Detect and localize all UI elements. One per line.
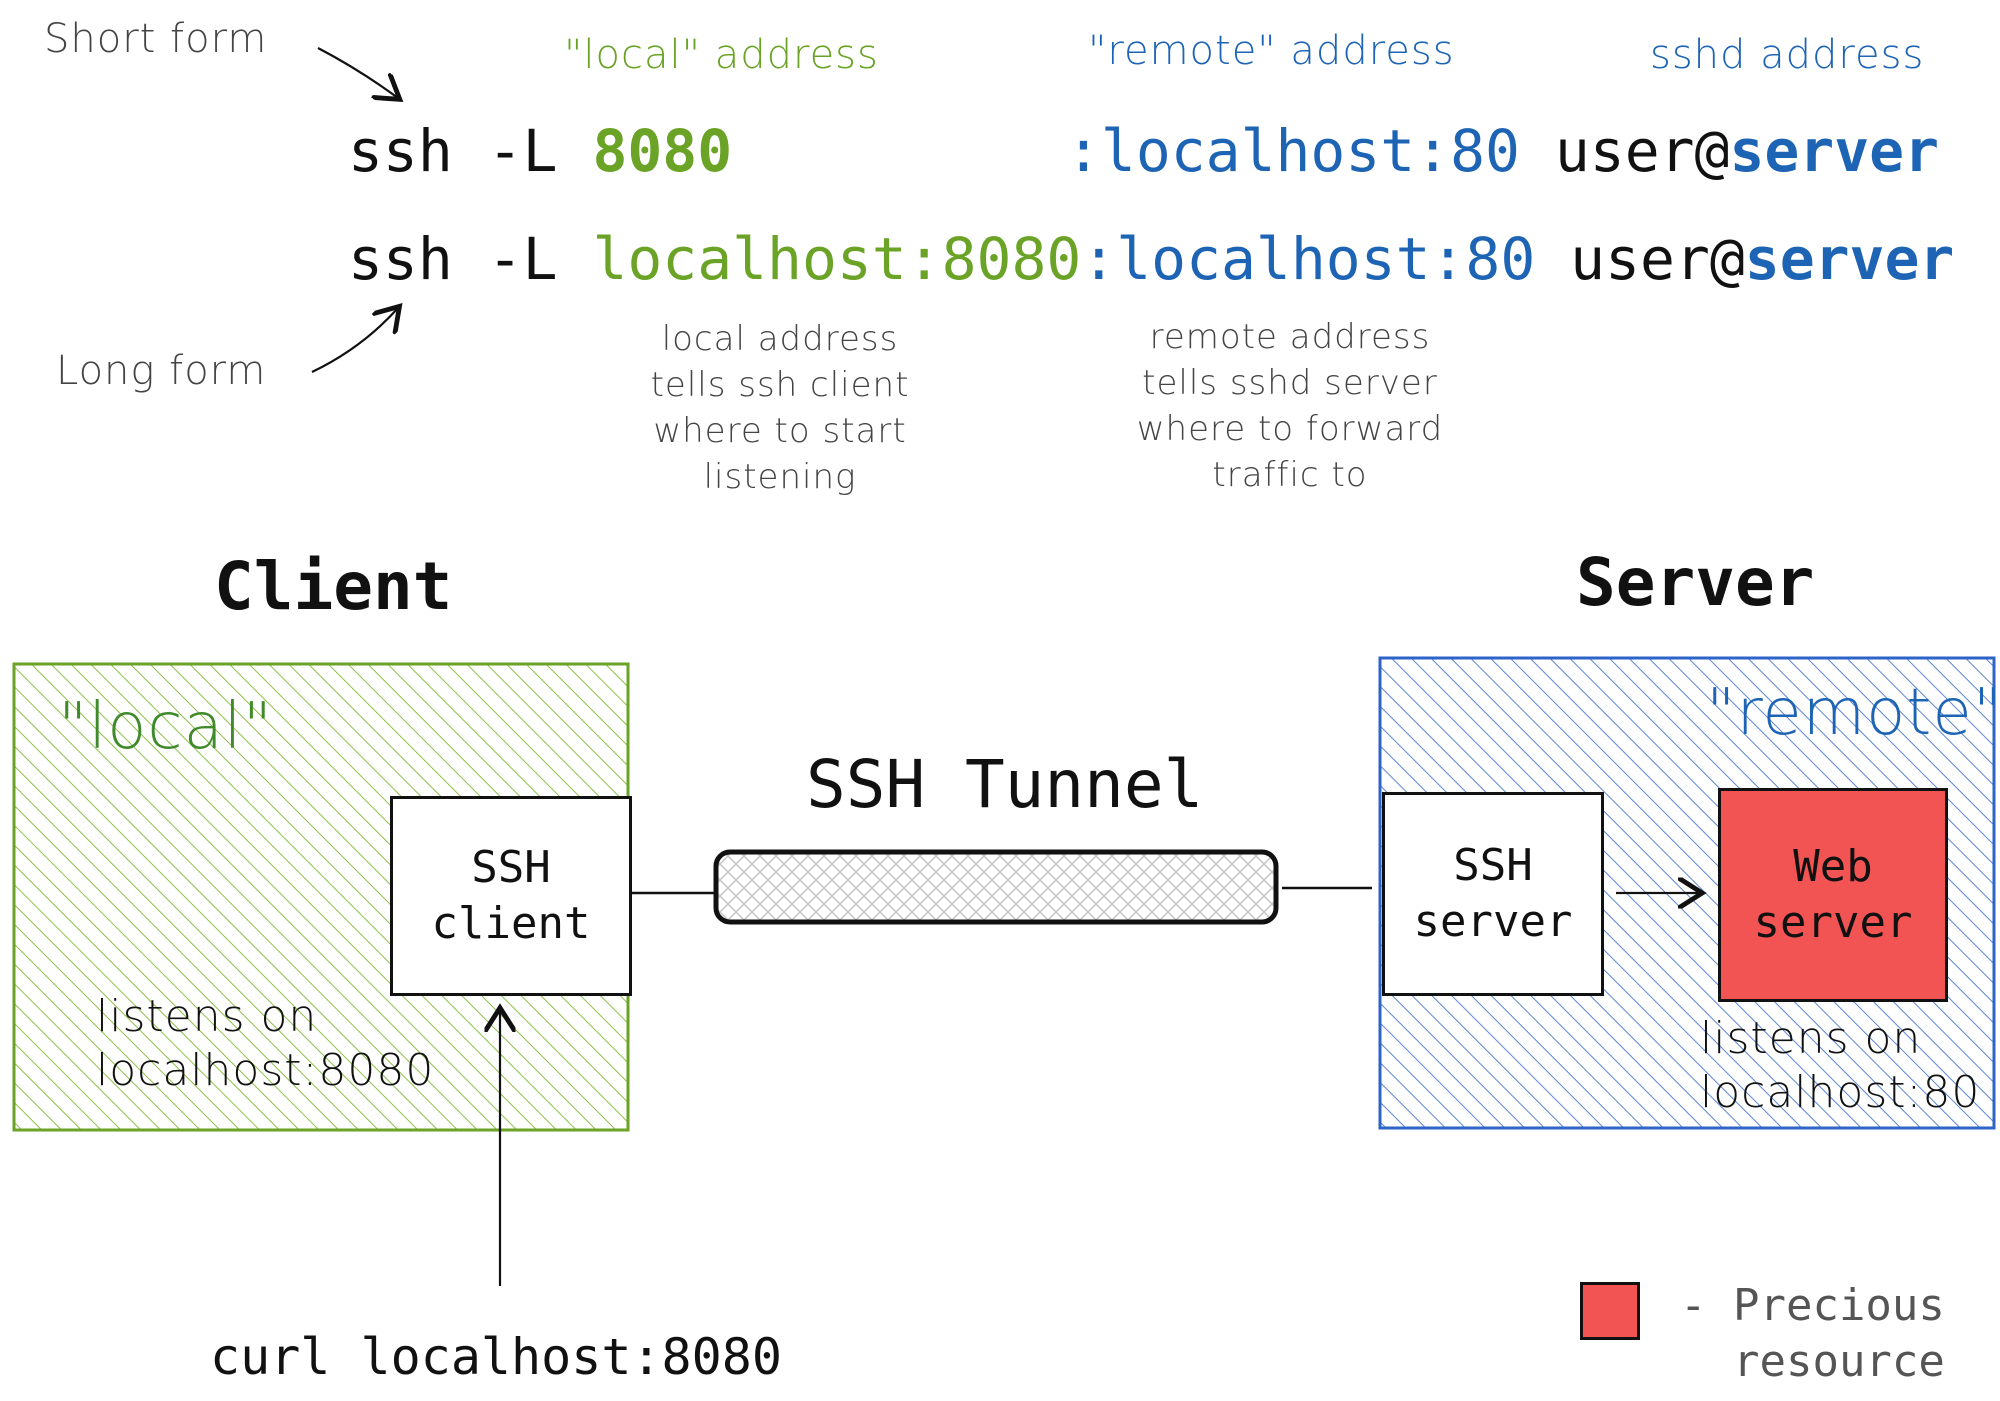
remote-address-header: "remote" address (1088, 28, 1455, 74)
server-listens-note: listens on localhost:80 (1700, 1013, 1981, 1118)
cmd-prefix: ssh -L (348, 225, 593, 293)
local-address-header: "local" address (564, 32, 879, 78)
server-title: Server (1576, 544, 1815, 621)
local-address-note: local address tells ssh client where to … (650, 319, 910, 497)
tunnel-label: SSH Tunnel (806, 746, 1204, 823)
cmd-user: user@ (1519, 117, 1730, 185)
client-title: Client (214, 548, 453, 625)
cmd-user: user@ (1535, 225, 1745, 293)
short-form-command: ssh -L 8080 (348, 122, 732, 180)
legend-swatch (1580, 1282, 1640, 1340)
long-form-command: ssh -L localhost:8080:localhost:80 user@… (348, 230, 1954, 288)
legend-label: - Precious resource (1680, 1280, 1945, 1387)
ssh-tunnel-pipe (713, 849, 1279, 925)
long-form-label: Long form (56, 348, 267, 394)
curl-command: curl localhost:8080 (210, 1328, 782, 1386)
client-listens-note: listens on localhost:8080 (96, 991, 435, 1096)
cmd-remote-address: :localhost:80 (1081, 225, 1536, 293)
short-form-arrow (317, 47, 398, 98)
sshd-address-header: sshd address (1650, 32, 1925, 78)
long-form-arrow (311, 308, 398, 373)
short-form-label: Short form (44, 16, 268, 62)
cmd-prefix: ssh -L (348, 117, 593, 185)
local-zone-label: "local" (58, 690, 273, 764)
cmd-local-address: localhost:8080 (592, 225, 1082, 293)
ssh-client-box: SSH client (390, 796, 632, 996)
cmd-local-port: 8080 (592, 117, 733, 185)
cmd-server: server (1744, 225, 1955, 293)
short-form-command-remote: :localhost:80 user@server (1066, 122, 1939, 180)
cmd-server: server (1729, 117, 1939, 185)
ssh-server-box: SSH server (1382, 792, 1604, 996)
cmd-remote-address: :localhost:80 (1066, 117, 1520, 185)
remote-zone-label: "remote" (1706, 676, 2000, 750)
remote-address-note: remote address tells sshd server where t… (1136, 317, 1444, 495)
web-server-box: Web server (1718, 788, 1948, 1002)
